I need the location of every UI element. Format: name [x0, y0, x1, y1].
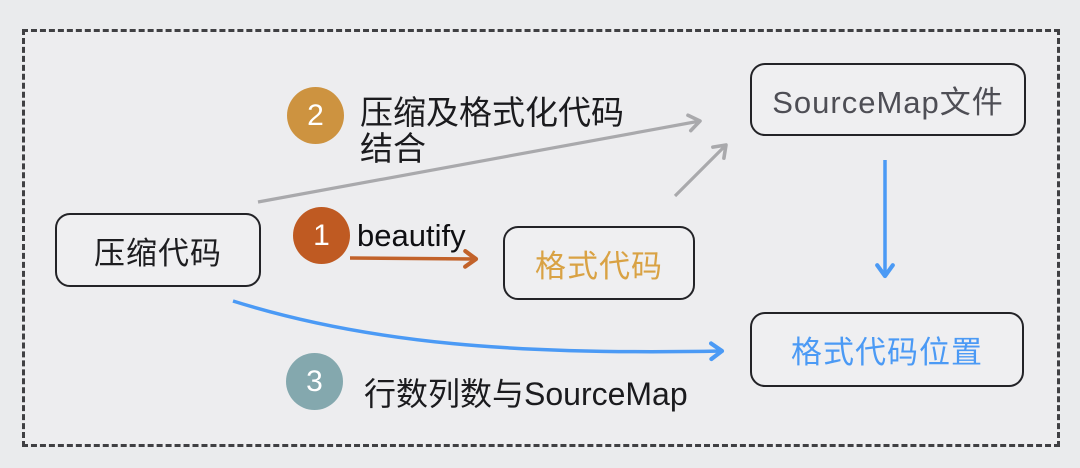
step-1-badge: 1	[293, 207, 350, 264]
node-sourcemap-file: SourceMap文件	[750, 63, 1026, 136]
step-2-label-line2: 结合	[360, 130, 426, 167]
node-formatted-code-position-label: 格式代码位置	[791, 335, 983, 370]
step-1-number: 1	[313, 218, 330, 252]
node-formatted-code: 格式代码	[503, 226, 695, 300]
node-compressed-code-label: 压缩代码	[94, 235, 222, 271]
step-3-label: 行数列数与SourceMap	[364, 376, 688, 412]
step-3-badge: 3	[286, 353, 343, 410]
node-sourcemap-file-label: SourceMap文件	[772, 85, 1004, 120]
node-formatted-code-label: 格式代码	[535, 248, 663, 284]
step-1-label: beautify	[357, 218, 466, 253]
node-formatted-code-position: 格式代码位置	[750, 312, 1024, 387]
node-compressed-code: 压缩代码	[55, 213, 261, 287]
step-2-number: 2	[307, 98, 324, 132]
step-2-badge: 2	[287, 87, 344, 144]
step-3-number: 3	[306, 364, 323, 398]
step-2-label: 压缩及格式化代码 结合	[360, 95, 624, 167]
step-2-label-line1: 压缩及格式化代码	[360, 94, 624, 131]
